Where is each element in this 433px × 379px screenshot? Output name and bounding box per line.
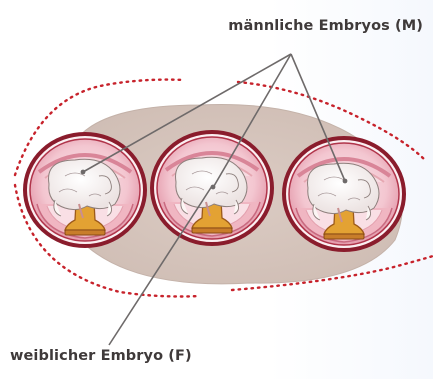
- female-embryo-label: weiblicher Embryo (F): [10, 348, 192, 364]
- male-embryos-label: männliche Embryos (M): [228, 18, 423, 34]
- embryo-sac-left: [25, 134, 145, 246]
- embryo-sac-right: [284, 138, 404, 250]
- pointer-dot-right: [343, 179, 348, 184]
- pointer-dot-left: [81, 170, 86, 175]
- pointer-dot-middle: [211, 185, 216, 190]
